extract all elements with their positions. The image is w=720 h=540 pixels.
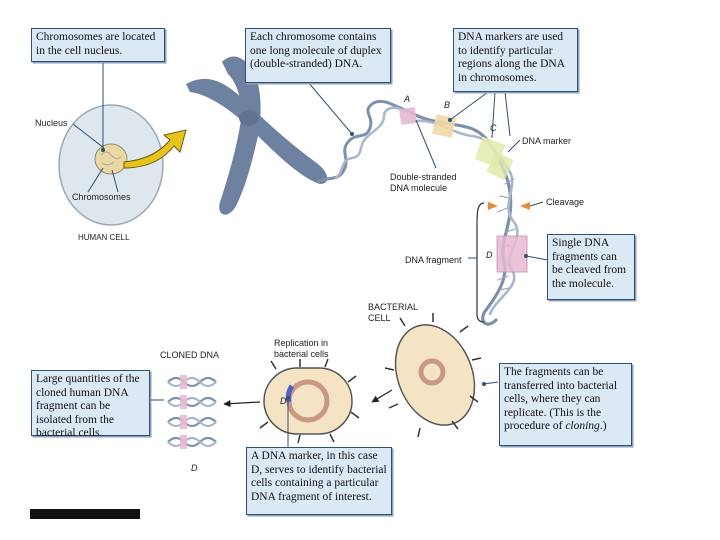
callout-cloning-text: The fragments can be transferred into ba… — [504, 366, 618, 432]
label-a: A — [404, 94, 411, 104]
callout-single: Single DNA fragments can be cleaved from… — [547, 234, 635, 300]
label-d-cell: D — [280, 396, 287, 406]
flow-arrows — [223, 389, 393, 408]
leader-lines — [72, 62, 549, 448]
dna-helix — [316, 99, 519, 326]
callout-cloning-end: .) — [599, 420, 607, 432]
callout-cloning: The fragments can be transferred into ba… — [499, 363, 632, 446]
label-human-cell: HUMAN CELL — [78, 233, 130, 242]
label-replication-1: Replication in — [274, 338, 329, 348]
label-double-stranded-2: DNA molecule — [390, 183, 448, 193]
label-dna-fragment: DNA fragment — [405, 255, 462, 265]
label-d-cloned: D — [191, 463, 198, 473]
label-d-fragment: D — [486, 250, 493, 260]
human-cell — [58, 104, 164, 226]
callout-marker-case: A DNA marker, in this case D, serves to … — [246, 447, 392, 515]
bacterial-cell-replication — [259, 358, 360, 444]
label-replication-2: bacterial cells — [274, 349, 329, 359]
label-bacterial-2: CELL — [368, 313, 391, 323]
cropped-caption-bar — [30, 509, 140, 519]
cloned-dna — [167, 375, 217, 449]
yellow-arrow-icon — [123, 129, 187, 169]
label-double-stranded-1: Double-stranded — [390, 172, 457, 182]
label-cleavage: Cleavage — [546, 197, 585, 207]
chromosome-x — [186, 56, 328, 215]
label-c: C — [490, 123, 497, 133]
label-dna-marker: DNA marker — [522, 136, 572, 146]
label-nucleus: Nucleus — [35, 118, 68, 128]
callout-duplex: Each chromosome contains one long molecu… — [245, 28, 391, 83]
label-b: B — [444, 100, 451, 110]
callout-markers: DNA markers are used to identify particu… — [453, 28, 578, 92]
callout-isolated: Large quantities of the cloned human DNA… — [31, 370, 150, 439]
label-chromosomes: Chromosomes — [72, 192, 131, 202]
fragment-bracket — [476, 202, 485, 323]
leader-dots — [101, 118, 528, 400]
label-cloned-dna: CLONED DNA — [160, 350, 220, 360]
bacterial-cell-right — [384, 313, 482, 438]
cleavage-icon — [488, 202, 530, 210]
label-bacterial-1: BACTERIAL — [368, 302, 419, 312]
callout-nucleus: Chromosomes are located in the cell nucl… — [31, 28, 165, 62]
callout-cloning-word: cloning — [565, 420, 600, 432]
